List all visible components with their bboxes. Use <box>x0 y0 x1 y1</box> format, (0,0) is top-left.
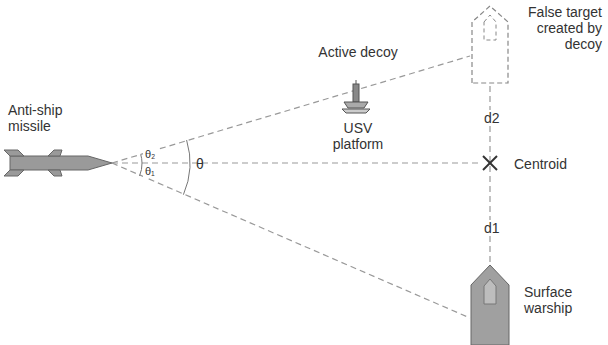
false-target-label: False target created by decoy <box>516 4 602 52</box>
missile-label: Anti-ship missile <box>8 102 88 134</box>
false-target-outline <box>484 15 496 40</box>
angle-label: θ <box>196 156 204 172</box>
missile-icon <box>4 150 112 176</box>
angle-arc <box>141 154 142 163</box>
sight-line-false-target <box>112 56 470 163</box>
sight-line-centroid <box>112 162 482 163</box>
angle-arc <box>140 163 143 176</box>
distance-label: d1 <box>482 220 502 236</box>
distance-label: d2 <box>482 110 502 126</box>
decoy-usv-icon <box>342 80 370 113</box>
false-target-outline <box>472 6 508 83</box>
angle-label: θ₁ <box>143 165 157 178</box>
warship-icon <box>471 265 509 345</box>
angle-arc <box>183 140 190 195</box>
centroid-label: Centroid <box>514 156 567 172</box>
warship-label: Surface warship <box>524 284 600 316</box>
sight-line-warship <box>112 163 470 318</box>
decoy-label: Active decoy <box>318 44 398 60</box>
usv-label: USV platform <box>318 120 398 152</box>
angle-label: θ₂ <box>143 148 157 161</box>
centroid-mark <box>483 156 497 170</box>
